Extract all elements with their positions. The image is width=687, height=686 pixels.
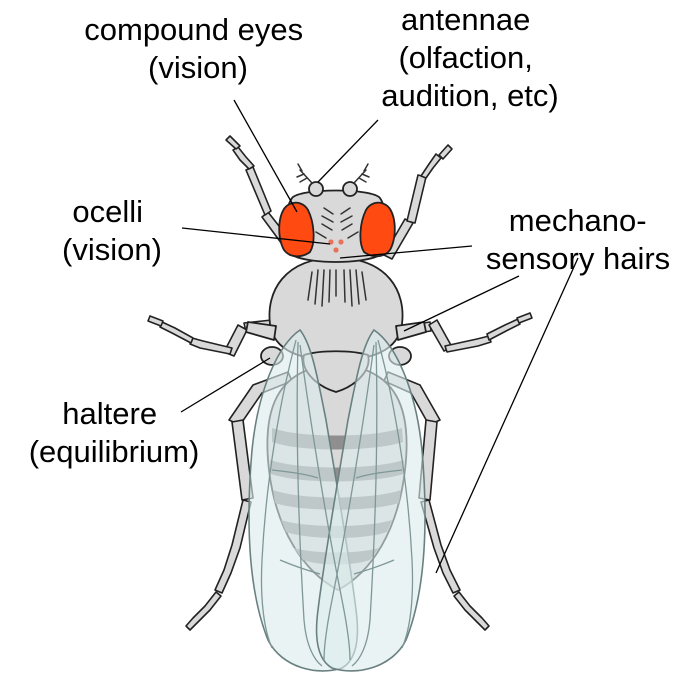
right-compound-eye [360, 203, 394, 257]
ocellus [333, 247, 338, 252]
mechanosensory-hairs-label-line: sensory hairs [486, 241, 670, 276]
compound-eyes-label-line: (vision) [148, 50, 248, 85]
compound-eyes-label-line: compound eyes [84, 12, 303, 47]
compound-eyes-label: compound eyes (vision) [84, 12, 312, 85]
mechanosensory-hairs-leader-mid [404, 276, 519, 331]
mechanosensory-hairs-label-line: mechano- [509, 203, 647, 238]
ocelli-label: ocelli (vision) [62, 194, 162, 267]
antennae-label-line: (olfaction, [398, 40, 532, 75]
haltere-label: haltere (equilibrium) [29, 396, 200, 469]
mechanosensory-hairs-label: mechano- sensory hairs [486, 203, 670, 276]
left-wing-base [246, 322, 276, 340]
head [279, 164, 395, 262]
left-antenna-base [309, 182, 323, 196]
ocellus [338, 239, 343, 244]
right-antenna-base [343, 182, 357, 196]
antennae-label: antennae (olfaction, audition, etc) [381, 2, 559, 113]
antennae-label-line: antennae [401, 2, 530, 37]
haltere-label-line: (equilibrium) [29, 434, 200, 469]
ocelli-label-line: ocelli [72, 194, 143, 229]
ocelli-label-line: (vision) [62, 232, 162, 267]
right-wing-base [396, 322, 426, 340]
haltere-label-line: haltere [62, 396, 157, 431]
antennae-label-line: audition, etc) [381, 78, 559, 113]
antennae-leader [318, 120, 378, 182]
